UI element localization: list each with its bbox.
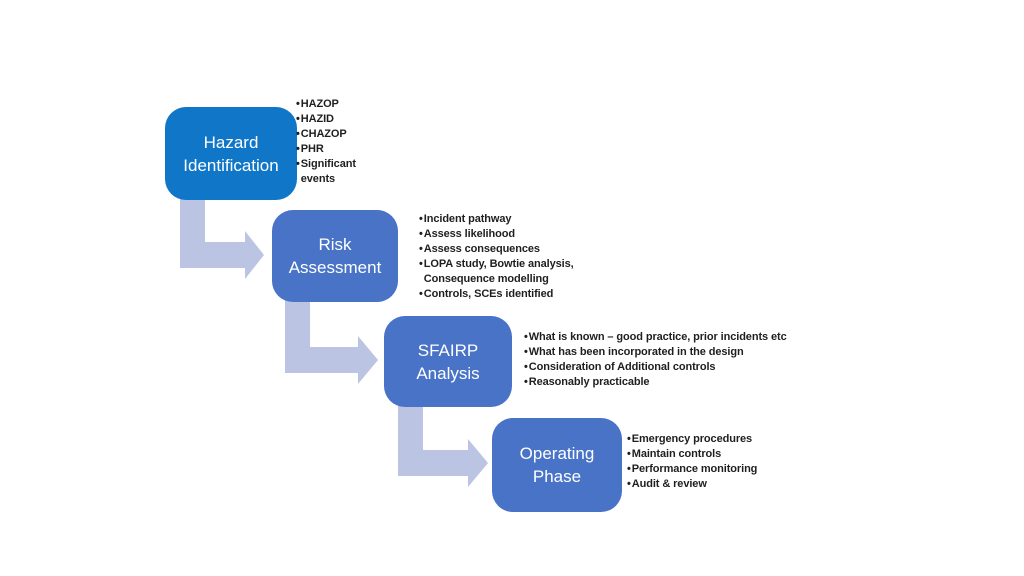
bullet-marker: • xyxy=(419,288,423,300)
step-title-line: Operating xyxy=(519,444,595,463)
list-item: •Consideration of Additional controls xyxy=(524,360,834,375)
bullet-marker: • xyxy=(419,228,423,240)
arrow-3-icon xyxy=(398,405,488,487)
bullet-list-risk-assessment: •Incident pathway •Assess likelihood •As… xyxy=(419,212,604,302)
step-title-line: Phase xyxy=(532,467,582,486)
bullet-marker: • xyxy=(296,158,300,170)
bullet-text: What has been incorporated in the design xyxy=(528,346,744,358)
step-box-risk-assessment: Risk Assessment xyxy=(272,210,398,302)
step-box-sfairp-analysis: SFAIRP Analysis xyxy=(384,316,512,407)
list-item: •PHR xyxy=(296,142,376,157)
bullet-marker: • xyxy=(419,258,423,270)
bullet-text: HAZOP xyxy=(300,98,339,110)
bullet-text: Reasonably practicable xyxy=(528,376,650,388)
step-title-line: Analysis xyxy=(416,363,480,383)
list-item: •Performance monitoring xyxy=(627,462,817,477)
list-item: •Incident pathway xyxy=(419,212,604,227)
list-item: •What has been incorporated in the desig… xyxy=(524,345,834,360)
bullet-marker: • xyxy=(296,143,300,155)
list-item: •LOPA study, Bowtie analysis, Consequenc… xyxy=(419,257,604,287)
bullet-marker: • xyxy=(419,213,423,225)
arrow-2-icon xyxy=(285,300,378,384)
step-title-line: Assessment xyxy=(288,258,382,277)
bullet-list-sfairp-analysis: •What is known – good practice, prior in… xyxy=(524,330,834,390)
list-item: •Controls, SCEs identified xyxy=(419,287,604,302)
bullet-marker: • xyxy=(524,376,528,388)
list-item: •HAZID xyxy=(296,112,376,127)
bullet-marker: • xyxy=(419,243,423,255)
bullet-text: What is known – good practice, prior inc… xyxy=(528,331,787,343)
bullet-text: Controls, SCEs identified xyxy=(423,288,554,300)
bullet-text: Significant events xyxy=(300,158,356,185)
bullet-text: LOPA study, Bowtie analysis, Consequence… xyxy=(423,258,574,285)
bullet-text: Consideration of Additional controls xyxy=(528,361,716,373)
bullet-marker: • xyxy=(296,113,300,125)
list-item: •Significant events xyxy=(296,157,376,187)
bullet-text: Assess consequences xyxy=(423,243,540,255)
list-item: •Emergency procedures xyxy=(627,432,817,447)
list-item: •Audit & review xyxy=(627,477,817,492)
bullet-text: HAZID xyxy=(300,113,334,125)
list-item: •What is known – good practice, prior in… xyxy=(524,330,834,345)
bullet-text: Performance monitoring xyxy=(631,463,758,475)
bullet-list-operating-phase: •Emergency procedures •Maintain controls… xyxy=(627,432,817,492)
bullet-marker: • xyxy=(524,346,528,358)
step-box-operating-phase: Operating Phase xyxy=(492,418,622,512)
list-item: •CHAZOP xyxy=(296,127,376,142)
list-item: •Reasonably practicable xyxy=(524,375,834,390)
bullet-text: Incident pathway xyxy=(423,213,512,225)
bullet-text: Assess likelihood xyxy=(423,228,515,240)
list-item: •Maintain controls xyxy=(627,447,817,462)
bullet-marker: • xyxy=(627,463,631,475)
bullet-marker: • xyxy=(296,128,300,140)
step-box-hazard-identification: Hazard Identification xyxy=(165,107,297,200)
bullet-text: PHR xyxy=(300,143,324,155)
step-title-line: SFAIRP xyxy=(417,340,479,360)
bullet-list-hazard-identification: •HAZOP •HAZID •CHAZOP •PHR •Significant … xyxy=(296,97,376,187)
bullet-text: CHAZOP xyxy=(300,128,347,140)
bullet-marker: • xyxy=(524,361,528,373)
bullet-marker: • xyxy=(524,331,528,343)
step-title-line: Hazard xyxy=(203,132,259,152)
list-item: •Assess consequences xyxy=(419,242,604,257)
bullet-text: Maintain controls xyxy=(631,448,722,460)
step-title-line: Identification xyxy=(183,155,279,175)
list-item: •Assess likelihood xyxy=(419,227,604,242)
bullet-marker: • xyxy=(627,478,631,490)
arrow-1-icon xyxy=(180,198,264,279)
bullet-marker: • xyxy=(627,448,631,460)
bullet-text: Emergency procedures xyxy=(631,433,753,445)
bullet-marker: • xyxy=(627,433,631,445)
bullet-text: Audit & review xyxy=(631,478,707,490)
list-item: •HAZOP xyxy=(296,97,376,112)
step-title-line: Risk xyxy=(318,235,352,254)
bullet-marker: • xyxy=(296,98,300,110)
